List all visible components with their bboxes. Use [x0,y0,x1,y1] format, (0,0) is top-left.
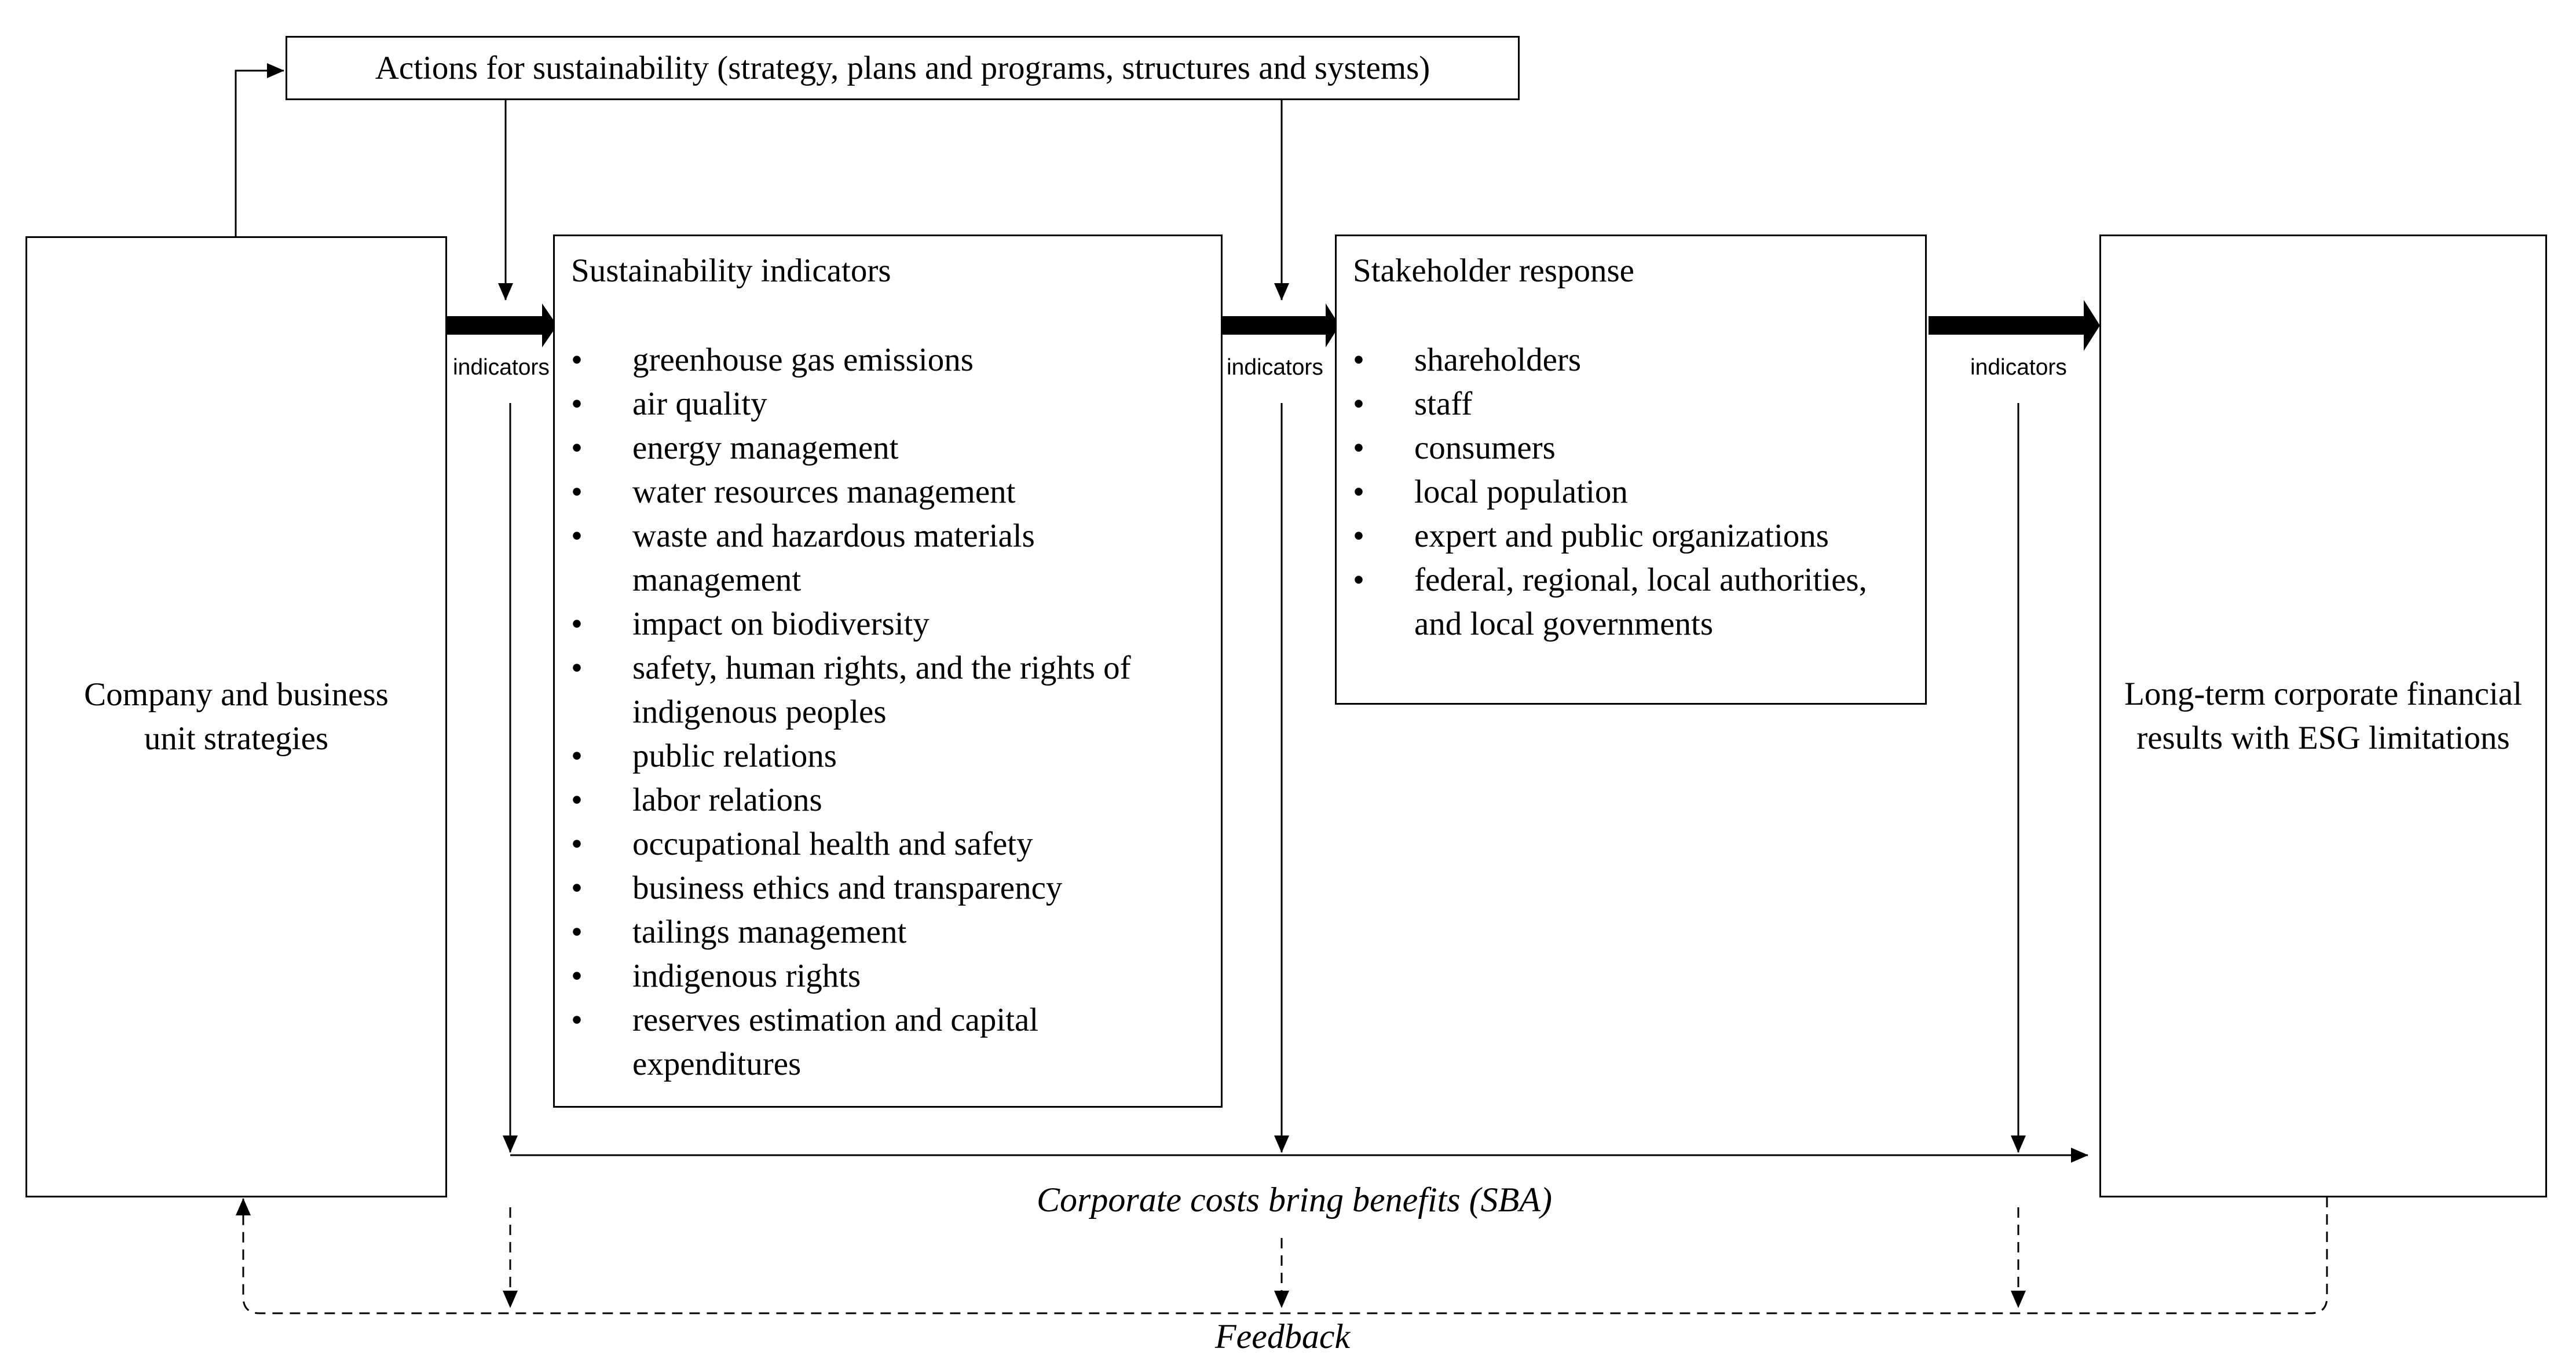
list-item: air quality [571,382,1205,426]
stakeholder-response-list: shareholders staff consumers local popul… [1353,338,1909,646]
feedback-loop-arrow [236,1197,2328,1314]
actions-box: Actions for sustainability (strategy, pl… [286,36,1520,100]
list-item: greenhouse gas emissions [571,338,1205,382]
list-item: public relations [571,734,1205,778]
list-item: federal, regional, local authorities, an… [1353,558,1909,646]
list-item: occupational health and safety [571,822,1205,866]
sustainability-indicators-heading: Sustainability indicators [571,252,891,289]
list-item: impact on biodiversity [571,602,1205,646]
company-strategies-box: Company and business unit strategies [25,236,447,1197]
flow-arrow-stakeholders-to-results [1929,300,2100,351]
actions-box-text: Actions for sustainability (strategy, pl… [375,49,1430,86]
list-item: consumers [1353,426,1909,470]
corporate-results-box: Long-term corporate financial results wi… [2099,235,2547,1197]
indicators-label-1: indicators [453,355,550,380]
list-item: waste and hazardous materials management [571,514,1205,602]
list-item: safety, human rights, and the rights of … [571,646,1205,734]
flow-arrow-indicators-to-stakeholders [1221,303,1340,347]
list-item: tailings management [571,910,1205,954]
flow-arrow-company-to-indicators [446,303,557,347]
list-item: water resources management [571,470,1205,514]
feedback-caption: Feedback [1215,1317,1351,1356]
list-item: expert and public organizations [1353,514,1909,558]
stakeholder-response-heading: Stakeholder response [1353,252,1634,289]
list-item: business ethics and transparency [571,866,1205,910]
strategy-to-actions-arrow [235,63,284,236]
indicators-label-2: indicators [1227,355,1323,380]
list-item: local population [1353,470,1909,514]
corporate-results-text: Long-term corporate financial results wi… [2124,675,2522,756]
sustainability-indicators-box: Sustainability indicators greenhouse gas… [553,235,1223,1108]
list-item: reserves estimation and capital expendit… [571,998,1205,1086]
list-item: energy management [571,426,1205,470]
list-item: shareholders [1353,338,1909,382]
list-item: labor relations [571,778,1205,822]
list-item: indigenous rights [571,954,1205,998]
indicators-label-3: indicators [1970,355,2067,380]
list-item: staff [1353,382,1909,426]
company-strategies-text: Company and business unit strategies [84,676,389,757]
sustainability-indicators-list: greenhouse gas emissions air quality ene… [571,338,1205,1086]
benefit-caption: Corporate costs bring benefits (SBA) [1037,1181,1552,1219]
stakeholder-response-box: Stakeholder response shareholders staff … [1335,235,1927,705]
